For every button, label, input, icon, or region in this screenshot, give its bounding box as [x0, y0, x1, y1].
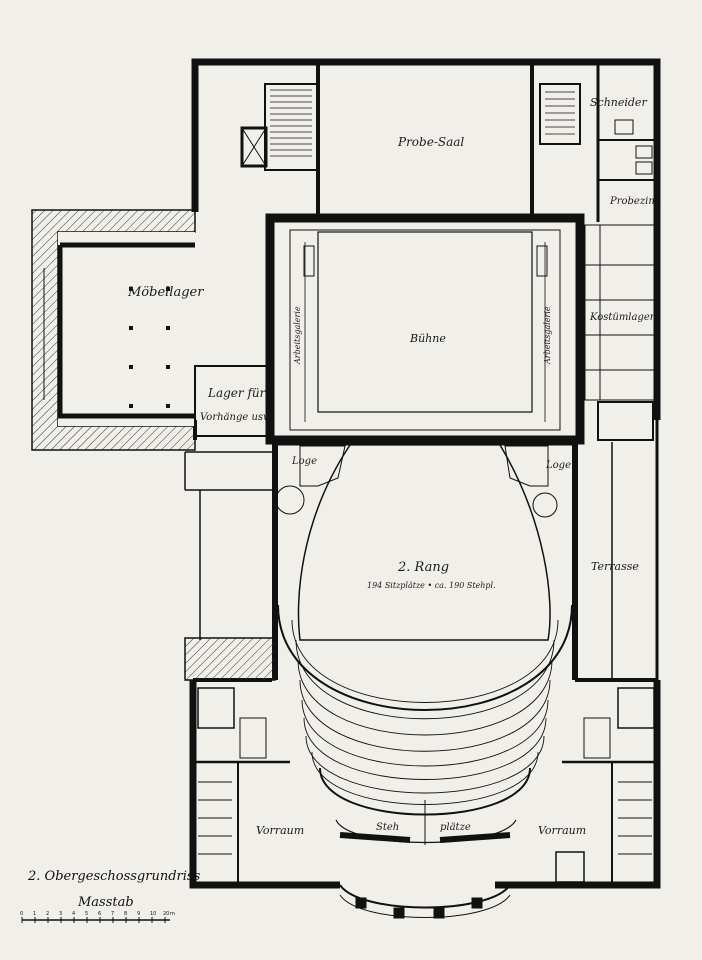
scale-tick-label: 8 — [124, 911, 127, 917]
label-loge-left: Loge — [291, 456, 317, 467]
stage — [265, 213, 585, 445]
label-vorraum-left: Vorraum — [256, 824, 304, 837]
label-plaetze: plätze — [440, 822, 471, 833]
auditorium — [277, 444, 573, 845]
scale-tick-label: 0 — [20, 911, 23, 917]
label-arbeitsgalerie-left: Arbeitsgalerie — [293, 306, 302, 365]
kostuemlager-racks — [584, 224, 656, 441]
scale-tick-label: 3 — [59, 911, 62, 917]
label-lager-fuer: Lager für — [207, 386, 267, 400]
plan-title: 2. Obergeschossgrundriss — [27, 869, 201, 884]
scale-tick-label: 6 — [98, 911, 101, 917]
label-rang-sub: 194 Sitzplätze • ca. 190 Stehpl. — [367, 581, 496, 590]
label-moebellager: Möbellager — [127, 285, 204, 300]
label-buehne: Bühne — [409, 332, 446, 345]
front-bay — [339, 851, 585, 919]
label-loge-right: Loge — [545, 460, 571, 471]
scale-tick-label: 10 — [150, 911, 156, 917]
lower-side-rooms — [193, 687, 657, 885]
proscenium-wall — [184, 438, 613, 681]
label-kostuemlager: Kostümlager — [589, 312, 656, 323]
label-arbeitsgalerie-right: Arbeitsgalerie — [543, 306, 552, 365]
scale-tick-label: 7 — [111, 911, 114, 917]
label-vorhaenge: Vorhänge usw. — [200, 412, 274, 423]
scale-label: Masstab — [77, 895, 134, 910]
label-probezim: Probezim — [609, 196, 658, 207]
lager-vorhaenge-room — [194, 365, 271, 437]
label-terrasse: Terrasse — [591, 560, 639, 573]
scale-tick-label: 1 — [33, 911, 36, 917]
scale-tick-label: 20 — [163, 911, 169, 917]
label-rang: 2. Rang — [397, 560, 449, 575]
scale-tick-label: 5 — [85, 911, 88, 917]
stair-top-right — [539, 83, 657, 181]
label-steh: Steh — [376, 822, 399, 833]
label-vorraum-right: Vorraum — [538, 824, 586, 837]
scale-tick-label: 9 — [137, 911, 140, 917]
label-schneider: Schneider — [590, 96, 647, 109]
loge-boxes — [275, 445, 558, 518]
moebellager-annex — [31, 209, 196, 451]
scale-tick-label: 4 — [72, 911, 75, 917]
stair-top-left — [240, 83, 318, 171]
scale-tick-label: 2 — [46, 911, 49, 917]
scale-unit: m — [170, 911, 175, 917]
label-probesaal: Probe-Saal — [397, 135, 464, 149]
